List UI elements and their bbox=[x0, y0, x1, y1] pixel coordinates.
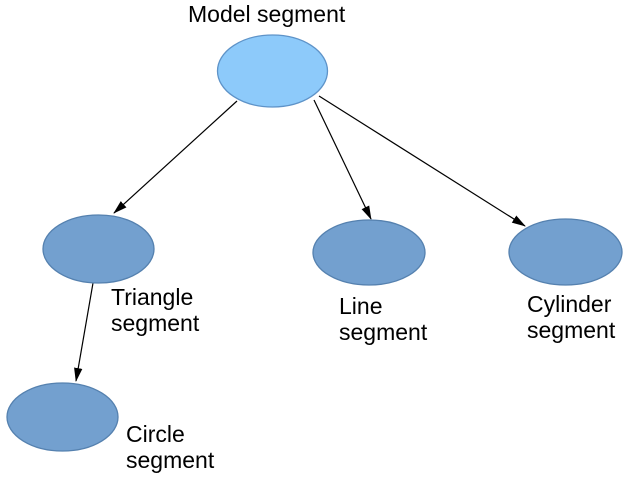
label-circle-segment: Circle segment bbox=[126, 421, 215, 473]
edge-triangle-to-circle bbox=[74, 282, 94, 382]
label-triangle-segment: Triangle segment bbox=[111, 284, 200, 336]
node-line-segment bbox=[312, 219, 426, 286]
node-cylinder-segment bbox=[508, 218, 623, 286]
label-model-segment: Model segment bbox=[188, 1, 346, 27]
edge-model-to-cylinder bbox=[318, 95, 526, 227]
edge-model-to-triangle bbox=[113, 100, 238, 214]
node-model-segment bbox=[216, 34, 329, 108]
node-triangle-segment bbox=[42, 214, 155, 284]
label-line-segment: Line segment bbox=[339, 293, 428, 345]
edge-model-to-line bbox=[313, 99, 372, 220]
node-circle-segment bbox=[6, 382, 119, 452]
label-cylinder-segment: Cylinder segment bbox=[527, 291, 616, 343]
